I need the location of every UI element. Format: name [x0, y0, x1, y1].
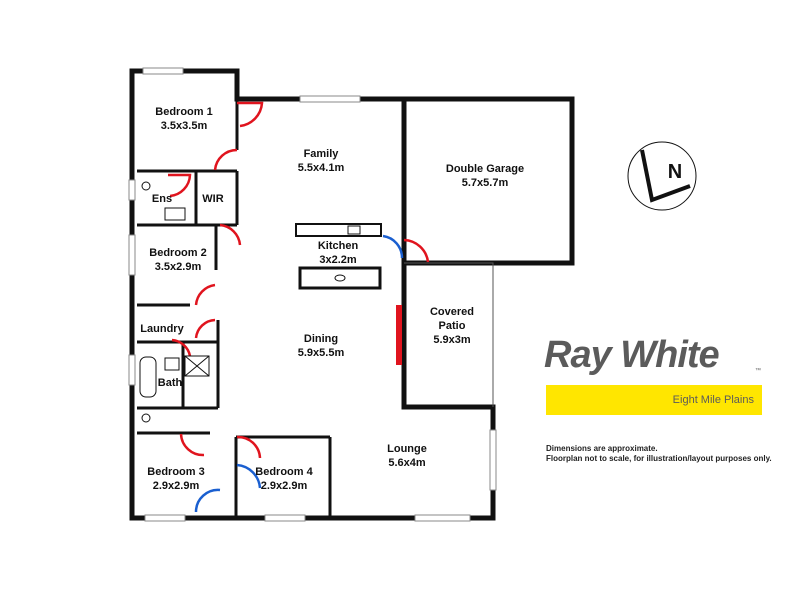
- room-size-bedroom1: 3.5x3.5m: [161, 120, 208, 132]
- room-size-dining: 5.9x5.5m: [298, 347, 345, 359]
- room-name-kitchen: Kitchen: [318, 240, 359, 252]
- room-size-bedroom4: 2.9x2.9m: [261, 480, 308, 492]
- room-name-bedroom3: Bedroom 3: [147, 466, 204, 478]
- room-name-lounge: Lounge: [387, 443, 427, 455]
- room-name-dining: Dining: [304, 333, 338, 345]
- room-name-bedroom2: Bedroom 2: [149, 247, 206, 259]
- disclaimer-line-2: Floorplan not to scale, for illustration…: [546, 454, 772, 463]
- office-name: Eight Mile Plains: [672, 394, 754, 406]
- room-size-family: 5.5x4.1m: [298, 162, 345, 174]
- interior-walls: [137, 71, 332, 518]
- compass-letter: N: [668, 161, 682, 183]
- room-name-patio-2: Patio: [439, 320, 466, 332]
- outer-walls: [129, 68, 496, 521]
- room-name-bedroom4: Bedroom 4: [255, 466, 313, 478]
- disclaimer-line-1: Dimensions are approximate.: [546, 444, 658, 453]
- room-size-patio: 5.9x3m: [433, 334, 471, 346]
- room-name-wir: WIR: [202, 193, 223, 205]
- red-doors: [168, 101, 430, 459]
- patio-outline: [404, 262, 494, 407]
- room-size-bedroom2: 3.5x2.9m: [155, 261, 202, 273]
- room-size-bedroom3: 2.9x2.9m: [153, 480, 200, 492]
- brand-logo: Ray White: [544, 334, 720, 376]
- trademark-mark: ™: [755, 368, 761, 374]
- room-size-lounge: 5.6x4m: [388, 457, 426, 469]
- room-name-garage: Double Garage: [446, 163, 524, 175]
- bathroom-fixtures: [139, 181, 210, 423]
- compass: N: [627, 141, 697, 211]
- room-name-bath: Bath: [158, 377, 183, 389]
- room-size-kitchen: 3x2.2m: [319, 254, 357, 266]
- disclaimer: Dimensions are approximate. Floorplan no…: [546, 444, 772, 464]
- room-name-laundry: Laundry: [140, 323, 184, 335]
- room-name-patio-1: Covered: [430, 306, 474, 318]
- blue-doors: [194, 234, 404, 513]
- room-name-bedroom1: Bedroom 1: [155, 106, 212, 118]
- windows: [128, 67, 497, 522]
- room-size-garage: 5.7x5.7m: [462, 177, 509, 189]
- room-name-ensuite: Ens: [152, 193, 172, 205]
- office-bar: Eight Mile Plains: [546, 385, 762, 415]
- room-name-family: Family: [304, 148, 340, 160]
- kitchen-counter: [295, 223, 382, 290]
- sliding-door: [396, 305, 402, 365]
